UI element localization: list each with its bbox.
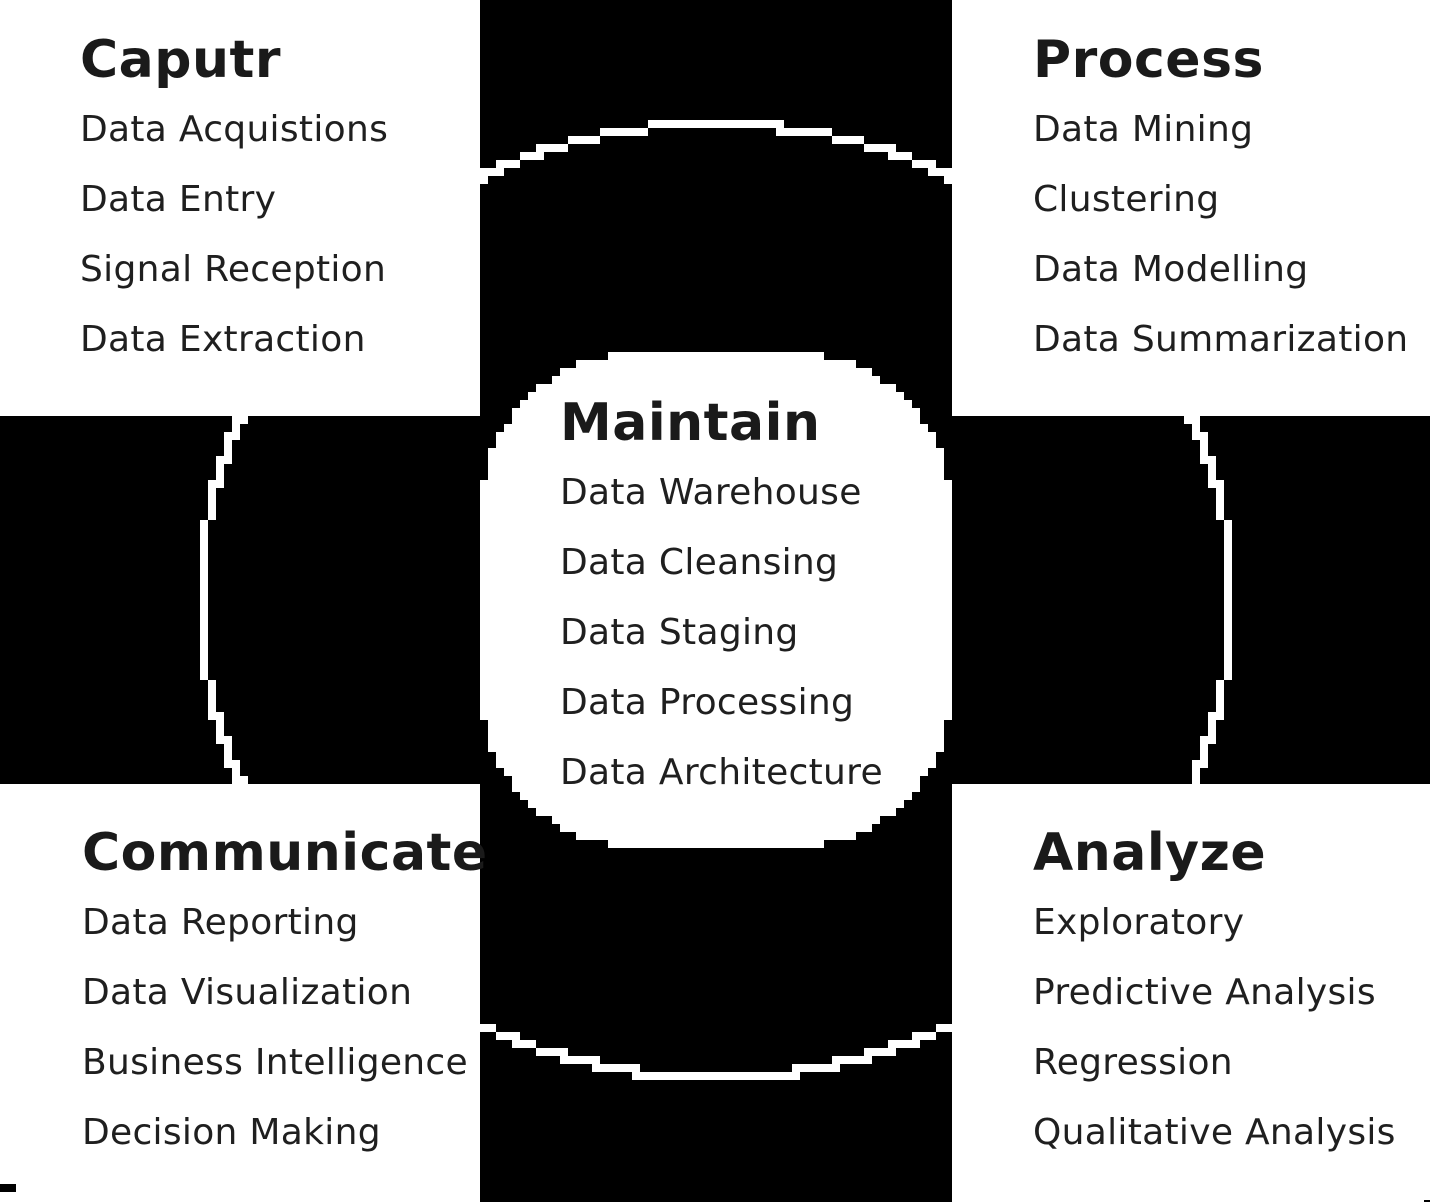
section-item: Decision Making xyxy=(82,1112,381,1153)
section-item: Regression xyxy=(1033,1042,1233,1083)
section-maintain-title: Maintain xyxy=(560,393,821,453)
section-item: Signal Reception xyxy=(80,249,387,290)
section-capture-title: Caputr xyxy=(80,30,281,90)
section-analyze-items: Exploratory Predictive Analysis Regressi… xyxy=(1033,903,1396,1153)
section-item: Data Cleansing xyxy=(560,542,839,583)
section-maintain: Maintain Data Warehouse Data Cleansing D… xyxy=(560,391,883,823)
section-item: Data Mining xyxy=(1033,109,1254,150)
section-analyze: Analyze Exploratory Predictive Analysis … xyxy=(1033,821,1396,1183)
section-item: Data Staging xyxy=(560,612,799,653)
section-item: Data Acquistions xyxy=(80,109,389,150)
section-capture-items: Data Acquistions Data Entry Signal Recep… xyxy=(80,110,388,360)
section-item: Data Modelling xyxy=(1033,249,1309,290)
section-item: Data Reporting xyxy=(82,902,359,943)
section-item: Data Processing xyxy=(560,682,855,723)
section-communicate-items: Data Reporting Data Visualization Busine… xyxy=(82,903,488,1153)
section-process-title: Process xyxy=(1033,30,1264,90)
section-capture: Caputr Data Acquistions Data Entry Signa… xyxy=(80,28,388,390)
section-item: Data Architecture xyxy=(560,752,883,793)
section-process-items: Data Mining Clustering Data Modelling Da… xyxy=(1033,110,1408,360)
section-item: Qualitative Analysis xyxy=(1033,1112,1396,1153)
section-item: Exploratory xyxy=(1033,902,1245,943)
section-item: Business Intelligence xyxy=(82,1042,468,1083)
section-item: Predictive Analysis xyxy=(1033,972,1376,1013)
section-item: Data Entry xyxy=(80,179,277,220)
section-maintain-items: Data Warehouse Data Cleansing Data Stagi… xyxy=(560,473,883,793)
section-analyze-title: Analyze xyxy=(1033,823,1267,883)
section-item: Data Warehouse xyxy=(560,472,862,513)
section-communicate: Communicate Data Reporting Data Visualiz… xyxy=(82,821,488,1183)
section-item: Data Extraction xyxy=(80,319,366,360)
section-item: Clustering xyxy=(1033,179,1220,220)
section-communicate-title: Communicate xyxy=(82,823,488,883)
section-item: Data Summarization xyxy=(1033,319,1409,360)
section-process: Process Data Mining Clustering Data Mode… xyxy=(1033,28,1408,390)
section-item: Data Visualization xyxy=(82,972,413,1013)
